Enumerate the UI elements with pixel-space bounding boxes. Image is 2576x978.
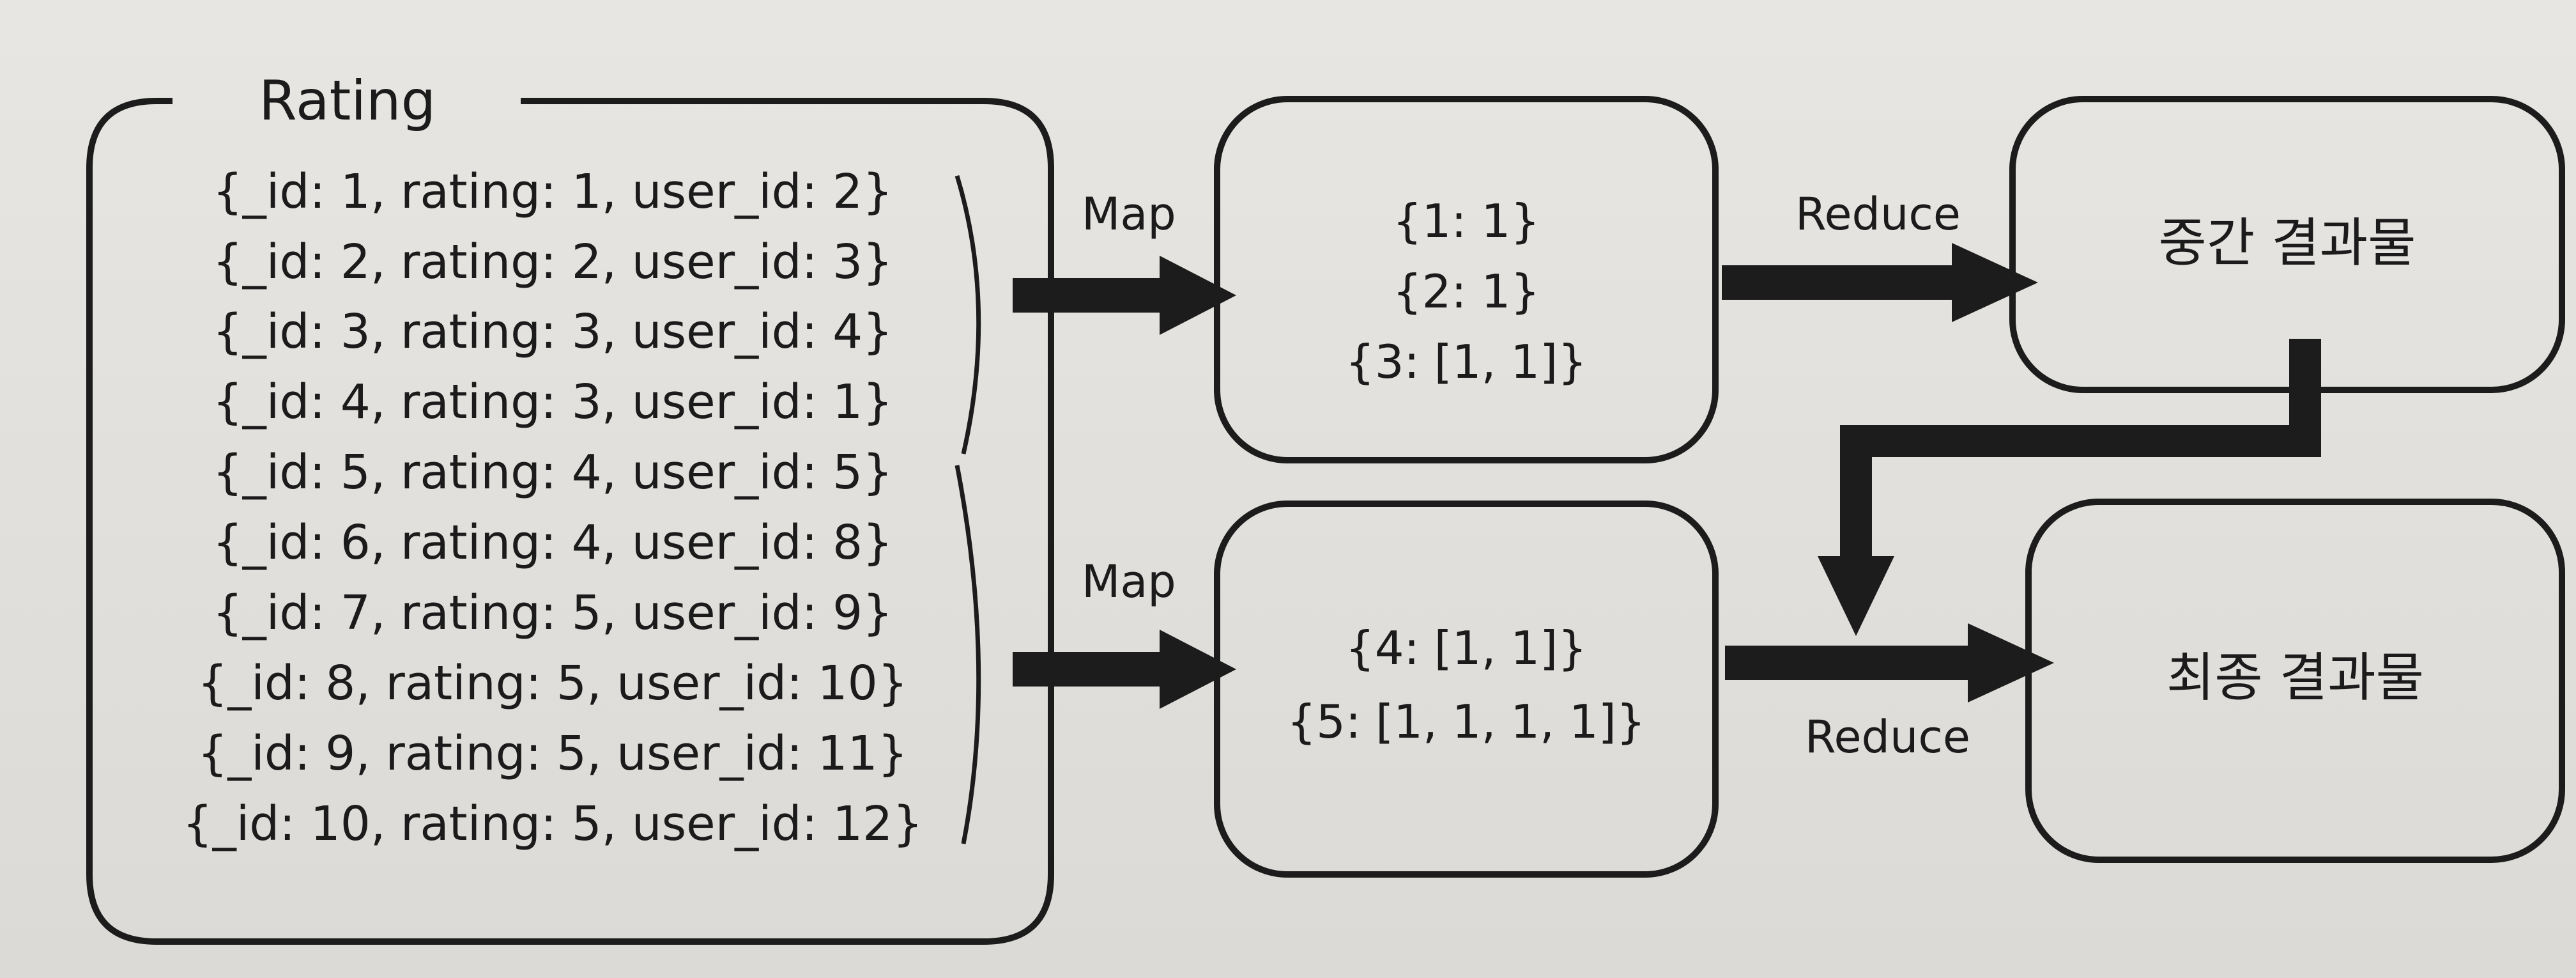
map-label-2: Map bbox=[1082, 555, 1176, 608]
reduce-arrow-2-shaft bbox=[1725, 646, 1974, 680]
rating-container-border bbox=[86, 98, 1054, 945]
map-arrow-1-shaft bbox=[1013, 278, 1166, 313]
reduce-label-2: Reduce bbox=[1805, 711, 1970, 763]
reduce-arrow-2-head bbox=[1968, 623, 2054, 702]
final-box-border bbox=[2025, 499, 2565, 863]
reduce-arrow-1-head bbox=[1952, 243, 2038, 322]
reduce-label-1: Reduce bbox=[1795, 188, 1961, 240]
map-label-1: Map bbox=[1082, 188, 1176, 240]
rating-record: {_id: 6, rating: 4, user_id: 8} bbox=[212, 515, 893, 570]
rating-record: {_id: 8, rating: 5, user_id: 10} bbox=[197, 656, 908, 711]
map-box-2-line: {4: [1, 1]} bbox=[1345, 621, 1588, 675]
map-box-1-line: {1: 1} bbox=[1392, 194, 1540, 248]
elbow-arrow-head bbox=[1818, 556, 1894, 636]
rating-record: {_id: 4, rating: 3, user_id: 1} bbox=[212, 375, 893, 430]
map-box-1-line: {3: [1, 1]} bbox=[1345, 335, 1588, 389]
map-box-2-border bbox=[1214, 501, 1719, 878]
final-result-label: 최종 결과물 bbox=[2166, 648, 2425, 708]
intermediate-result-label: 중간 결과물 bbox=[2158, 213, 2416, 274]
group-brace-top bbox=[954, 175, 981, 454]
rating-record: {_id: 5, rating: 4, user_id: 5} bbox=[212, 445, 893, 500]
rating-record: {_id: 2, rating: 2, user_id: 3} bbox=[212, 235, 893, 290]
elbow-arrow-shaft bbox=[1840, 339, 2321, 563]
rating-record: {_id: 7, rating: 5, user_id: 9} bbox=[212, 586, 893, 640]
rating-record: {_id: 10, rating: 5, user_id: 12} bbox=[182, 796, 923, 851]
map-box-1-line: {2: 1} bbox=[1392, 265, 1540, 318]
rating-record: {_id: 1, rating: 1, user_id: 2} bbox=[212, 164, 893, 219]
rating-record: {_id: 9, rating: 5, user_id: 11} bbox=[197, 726, 908, 781]
map-box-2-line: {5: [1, 1, 1, 1]} bbox=[1287, 695, 1646, 749]
reduce-arrow-1-shaft bbox=[1722, 265, 1958, 300]
rating-title: Rating bbox=[259, 69, 436, 133]
intermediate-box-border bbox=[2009, 96, 2565, 393]
map-arrow-2-head bbox=[1160, 630, 1236, 709]
group-brace-bottom bbox=[954, 465, 981, 844]
map-arrow-1-head bbox=[1160, 256, 1236, 335]
map-box-1-border bbox=[1214, 96, 1719, 463]
rating-record: {_id: 3, rating: 3, user_id: 4} bbox=[212, 304, 893, 359]
map-arrow-2-shaft bbox=[1013, 652, 1166, 687]
